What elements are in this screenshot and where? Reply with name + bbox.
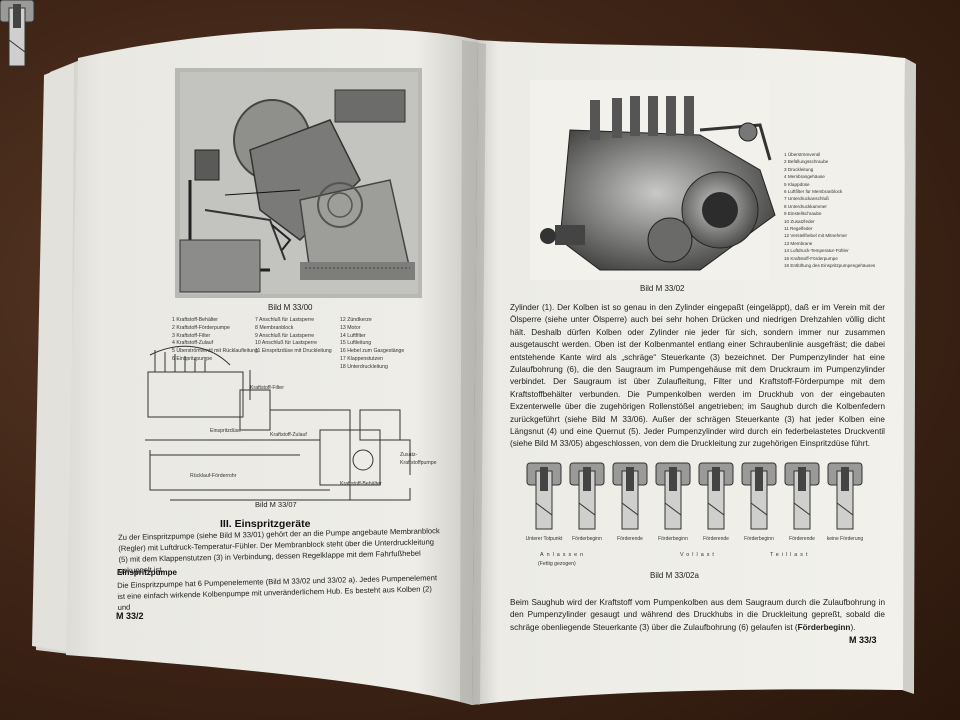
legend-item: 12 Verstellhebel mit Mitnehmer	[784, 233, 848, 239]
legend-item: 17 Klappenstutzen	[340, 355, 383, 362]
legend-item: 6 Einspritzpumpe	[172, 355, 213, 362]
figure-caption: Bild M 33/07	[255, 500, 297, 509]
stage-label: Unterer Totpunkt	[525, 536, 563, 542]
section-heading: III. Einspritzgeräte	[220, 518, 311, 530]
legend-item: 3 Kraftstoff-Filter	[172, 332, 211, 339]
bottom-paragraph: Beim Saughub wird der Kraftstoff vom Pum…	[510, 597, 885, 634]
bottom-paragraph-end: ).	[850, 622, 856, 632]
legend-item: 6 Luftfilter für Membranblock	[784, 189, 843, 195]
legend-item: 15 Kraftstoff-Förderpumpe	[784, 255, 838, 261]
phase-label: Anlassen	[540, 552, 587, 558]
legend-item: 9 Einstellschraube	[784, 211, 822, 217]
legend-item: 7 Anschluß für Lastsperre	[255, 317, 315, 323]
diagram-label: Kraftstoff-Behälter	[340, 481, 382, 487]
legend-item: 11 Regelfeder	[784, 226, 813, 232]
legend-item: 1 Kraftstoff-Behälter	[172, 317, 219, 323]
legend-item: 3 Druckleitung	[784, 166, 814, 172]
legend-item: 5 Überströmventil mit Rücklaufleitung	[172, 348, 258, 355]
legend-item: 15 Luftleitung	[340, 340, 372, 347]
legend-item: 13 Motor	[340, 324, 361, 331]
body-paragraph: Zylinder (1). Der Kolben ist so genau in…	[510, 303, 885, 449]
stage-label: Förderende	[703, 536, 729, 542]
diagram-label: Einspritzdüse	[210, 428, 242, 434]
diagram-label: Kraftstoff-Zulauf	[270, 432, 307, 438]
legend-item: 11 Einspritzdüse mit Druckleitung	[255, 348, 332, 355]
legend-item: 1 Überströmventil	[784, 152, 820, 157]
engine-photo	[175, 68, 422, 298]
diagram-label: Zusatz-Kraftstoffpumpe	[400, 452, 437, 466]
figure-legend: 1 Überströmventil 2 Befüllungsschraube 3…	[784, 151, 875, 270]
stage-label: Förderende	[789, 536, 815, 542]
page-number: M 33/3	[849, 635, 877, 645]
figure-caption: Bild M 33/02	[640, 284, 685, 293]
figure-caption: Bild M 33/02a	[650, 571, 699, 580]
legend-item: 9 Anschluß für Lastsperre	[255, 332, 315, 339]
diagram-label: Rücklauf-Förderrohr	[190, 473, 237, 479]
figure-legend-col2: 7 Anschluß für Lastsperre 8 Membranblock…	[255, 317, 332, 356]
legend-item: 10 Zusatzfeder	[784, 218, 815, 224]
fuel-system-diagram	[145, 345, 411, 501]
legend-item: 7 Unterdruckanschluß	[784, 196, 829, 202]
legend-item: 18 Unterdruckleitung	[340, 363, 388, 370]
stage-label: Förderende	[617, 536, 643, 542]
bold-term: Förderbeginn	[797, 622, 851, 632]
phase-label: Vollast	[680, 552, 717, 558]
stage-label: Förderbeginn	[744, 536, 774, 542]
legend-item: 2 Befüllungsschraube	[784, 159, 829, 165]
page-number: M 33/2	[116, 611, 144, 621]
legend-item: 8 Membranblock	[255, 324, 294, 331]
stage-label: Förderbeginn	[658, 536, 688, 542]
legend-item: 4 Kraftstoff-Zulauf	[172, 340, 214, 347]
injection-pump-photo	[530, 80, 776, 280]
subheading: Einspritzpumpe	[117, 568, 178, 577]
legend-item: 10 Anschluß für Lastsperre	[255, 340, 317, 347]
stage-label: Förderbeginn	[572, 536, 602, 542]
legend-item: 8 Unterdruckkammer	[784, 203, 827, 209]
figure-caption: Bild M 33/00	[268, 303, 313, 312]
legend-item: 13 Membrane	[784, 240, 813, 246]
legend-item: 16 Hebel zum Gasgestänge	[340, 348, 405, 355]
phase-label: Teillast	[770, 552, 811, 558]
legend-item: 5 Klappdüse	[784, 181, 810, 187]
legend-item: 12 Zündkerze	[340, 317, 372, 323]
figure-legend-col3: 12 Zündkerze 13 Motor 14 Luftfilter 15 L…	[340, 317, 404, 372]
stage-label: keine Förderung	[826, 536, 864, 542]
legend-item: 14 Luftdruck-Temperatur-Fühler	[784, 248, 849, 254]
pump-element-stages	[0, 0, 863, 530]
legend-item: 2 Kraftstoff-Förderpumpe	[172, 324, 230, 331]
legend-item: 4 Membrangehäuse	[784, 174, 825, 180]
bottom-paragraph-text: Beim Saughub wird der Kraftstoff vom Pum…	[510, 598, 885, 632]
legend-item: 16 Entlüftung des Einspritzpumpengehäuse…	[784, 263, 876, 269]
legend-item: 14 Luftfilter	[340, 332, 366, 339]
phase-note: (Fettig gezogen)	[538, 561, 576, 567]
figure-legend-col1: 1 Kraftstoff-Behälter 2 Kraftstoff-Förde…	[172, 317, 258, 364]
diagram-label: Kraftstoff-Filter	[250, 385, 284, 391]
